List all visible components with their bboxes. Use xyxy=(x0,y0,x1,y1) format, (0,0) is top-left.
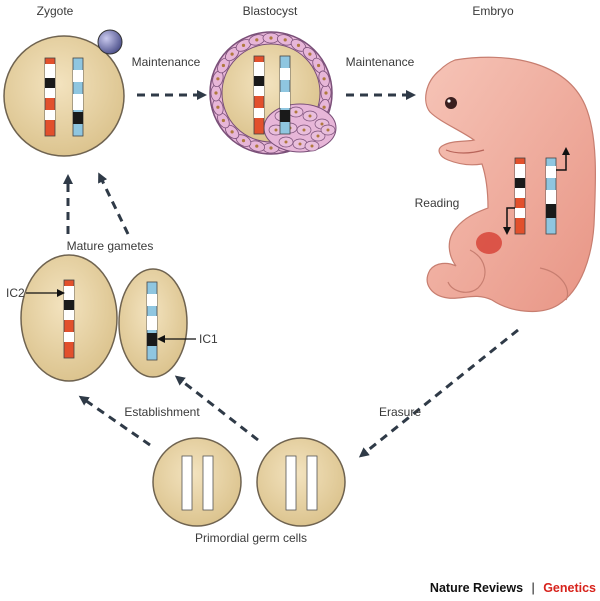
cell-nucleus xyxy=(296,43,301,48)
cell-nucleus xyxy=(294,110,298,114)
reading-label: Reading xyxy=(415,196,460,210)
maternal-expression-arrow xyxy=(503,207,515,235)
cell-nucleus xyxy=(214,91,218,95)
sperm-to-zygote-arrow xyxy=(98,172,130,235)
oocyte-cell xyxy=(20,254,118,382)
cell-nucleus xyxy=(322,105,326,109)
cell-nucleus xyxy=(283,38,287,42)
cell-nucleus xyxy=(298,142,302,146)
embryo-paternal-chromosome xyxy=(545,157,557,235)
cell-nucleus xyxy=(216,105,220,109)
primordial-germ-cells-label: Primordial germ cells xyxy=(195,531,307,545)
primordial-germ-cell-2 xyxy=(256,437,346,527)
cell-nucleus xyxy=(326,128,330,132)
embryo-label: Embryo xyxy=(472,4,514,18)
cell-nucleus xyxy=(230,130,234,134)
cell-nucleus xyxy=(316,134,320,138)
cell-nucleus xyxy=(221,118,225,123)
mature-gametes-label: Mature gametes xyxy=(67,239,154,253)
journal-name: Nature Reviews xyxy=(430,581,523,595)
cell-nucleus xyxy=(308,52,312,56)
nature-reviews-logo: Nature Reviews | Genetics xyxy=(430,579,596,596)
paternal-expression-arrow xyxy=(556,147,570,171)
sperm-cell xyxy=(118,268,188,378)
cell-nucleus xyxy=(322,77,326,81)
cell-nucleus xyxy=(308,114,312,118)
blastocyst-maternal-chromosome xyxy=(253,55,265,135)
zygote-label: Zygote xyxy=(37,4,74,18)
erasure-label: Erasure xyxy=(379,405,421,419)
section-name: Genetics xyxy=(543,581,596,595)
maintenance-label-1: Maintenance xyxy=(132,55,201,69)
sperm-paternal-chromosome xyxy=(146,281,158,361)
blastocyst-paternal-chromosome xyxy=(279,55,291,135)
primordial-germ-cell-1 xyxy=(152,437,242,527)
embryo-maternal-chromosome xyxy=(514,157,526,235)
cell-nucleus xyxy=(269,36,273,40)
cell-nucleus xyxy=(216,77,220,81)
embryo-liver xyxy=(476,232,502,254)
polar-body xyxy=(97,29,123,55)
brand-separator: | xyxy=(531,581,534,595)
establishment-label: Establishment xyxy=(124,405,200,419)
cell-nucleus xyxy=(274,128,278,132)
cell-nucleus xyxy=(241,139,246,143)
ic1-label: IC1 xyxy=(199,332,218,346)
ic2-label: IC2 xyxy=(6,286,25,300)
pgc-to-sperm-arrow xyxy=(174,375,259,442)
cell-nucleus xyxy=(320,122,324,126)
embryo-to-pgc-arrow xyxy=(358,328,519,458)
zygote-paternal-chromosome xyxy=(72,57,84,137)
cell-nucleus xyxy=(221,63,225,68)
inner-cell-mass xyxy=(263,103,337,153)
embryo-eye xyxy=(445,97,457,109)
blastocyst-label: Blastocyst xyxy=(243,4,298,18)
cell-nucleus xyxy=(241,43,246,48)
maintenance-label-2: Maintenance xyxy=(346,55,415,69)
cell-nucleus xyxy=(324,91,328,95)
cell-nucleus xyxy=(284,140,288,144)
cell-nucleus xyxy=(255,38,259,42)
cell-nucleus xyxy=(302,128,306,132)
oocyte-maternal-chromosome xyxy=(63,279,75,359)
cell-nucleus xyxy=(255,144,259,148)
cell-nucleus xyxy=(230,52,234,56)
embryo-illustration xyxy=(425,56,597,312)
cell-nucleus xyxy=(317,63,321,68)
cell-nucleus xyxy=(310,144,314,148)
blastocyst-cell xyxy=(209,31,337,155)
zygote-maternal-chromosome xyxy=(44,57,56,137)
cell-nucleus xyxy=(269,146,273,150)
zygote-cell xyxy=(3,29,125,157)
